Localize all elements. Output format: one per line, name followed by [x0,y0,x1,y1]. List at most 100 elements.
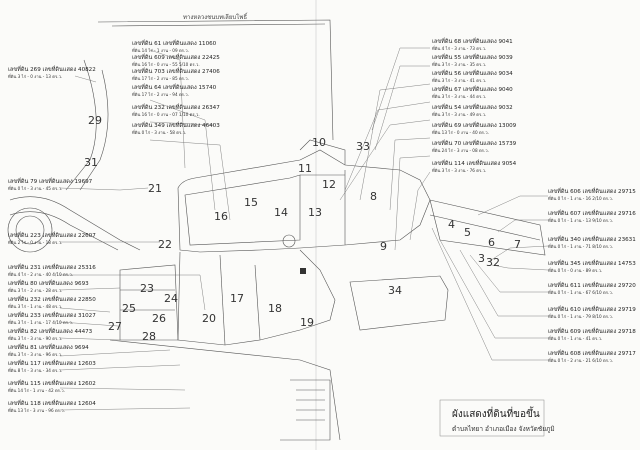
parcel-area: ที่ดิน 14 ไร่ - 1 งาน - 42 ตร.ว. [8,387,65,393]
parcel-title: เลขที่ดิน 606 เลขที่ดินแสดง 29715 [548,189,636,195]
parcel-area: ที่ดิน 3 ไร่ - 3 งาน - 76 ตร.ว. [432,167,487,173]
plot-number: 19 [300,316,314,329]
plot-number: 18 [268,302,282,315]
parcel-title: เลขที่ดิน 70 เลขที่ดินแสดง 15739 [432,141,517,147]
map-title: ผังแสดงที่ดินที่ขอขึ้น [452,409,540,420]
plot-number: 15 [244,196,258,209]
parcel-title: เลขที่ดิน 118 เลขที่ดินแสดง 12604 [8,401,96,407]
plot-number: 28 [142,330,156,343]
parcel-title: เลขที่ดิน 608 เลขที่ดินแสดง 29717 [548,351,636,357]
parcel-title: เลขที่ดิน 223 เลขที่ดินแสดง 22607 [8,233,96,239]
plot-number: 9 [380,240,387,253]
plot-number: 34 [388,284,402,297]
parcel-title: เลขที่ดิน 114 เลขที่ดินแสดง 9054 [432,161,517,167]
parcel-area: ที่ดิน 3 ไร่ - 3 งาน - 35 ตร.ว. [432,61,487,67]
plot-number: 22 [158,238,172,251]
parcel-area: ที่ดิน 0 ไร่ - 1 งาน - 41 ตร.ว. [548,335,603,341]
parcel-area: ที่ดิน 3 ไร่ - 1 งาน - 48 ตร.ว. [8,303,63,309]
parcel-title: เลขที่ดิน 55 เลขที่ดินแสดง 9039 [432,55,513,61]
parcel-title: เลขที่ดิน 68 เลขที่ดินแสดง 9041 [432,39,513,45]
plot-number: 26 [152,312,166,325]
plot-number: 11 [298,162,312,175]
parcel-area: ที่ดิน 3 ไร่ - 3 งาน - 41 ตร.ว. [432,77,487,83]
parcel-area: ที่ดิน 8 ไร่ - 3 งาน - 34 ตร.ว. [8,367,63,373]
parcel-area: ที่ดิน 3 ไร่ - 3 งาน - 44 ตร.ว. [432,93,487,99]
parcel-title: เลขที่ดิน 81 เลขที่ดินแสดง 9694 [8,345,89,351]
parcel-area: ที่ดิน 16 ไร่ - 0 งาน - 55 5/10 ตร.ว. [132,61,200,67]
plot-number: 21 [148,182,162,195]
plot-number: 8 [370,190,377,203]
plot-number: 5 [464,226,471,239]
parcel-title: เลขที่ดิน 82 เลขที่ดินแสดง 44473 [8,329,93,335]
plot-number: 27 [108,320,122,333]
plot-number: 33 [356,140,370,153]
plot-number: 17 [230,292,244,305]
parcel-area: ที่ดิน 0 ไร่ - 1 งาน - 13 9/10 ตร.ว. [548,217,614,223]
parcel-area: ที่ดิน 0 ไร่ - 1 งาน - 67 6/10 ตร.ว. [548,289,614,295]
plot-number: 32 [486,256,500,269]
parcel-title: เลขที่ดิน 703 เลขที่ดินแสดง 27406 [132,69,220,75]
parcel-area: ที่ดิน 3 ไร่ - 2 งาน - 28 ตร.ว. [8,287,63,293]
parcel-area: ที่ดิน 3 ไร่ - 3 งาน - 96 ตร.ว. [8,351,63,357]
plot-number: 4 [448,218,455,231]
parcel-title: เลขที่ดิน 610 เลขที่ดินแสดง 29719 [548,307,636,313]
parcel-title: เลขที่ดิน 232 เลขที่ดินแสดง 22850 [8,297,96,303]
parcel-area: ที่ดิน 0 ไร่ - 1 งาน - 71 8/10 ตร.ว. [548,243,614,249]
parcel-title: เลขที่ดิน 609 เลขที่ดินแสดง 22425 [132,55,220,61]
plot-number: 29 [88,114,102,127]
plot-number: 12 [322,178,336,191]
parcel-title: เลขที่ดิน 349 เลขที่ดินแสดง 46403 [132,123,220,129]
parcel-area: ที่ดิน 3 ไร่ - 3 งาน - 49 ตร.ว. [432,111,487,117]
parcel-title: เลขที่ดิน 64 เลขที่ดินแสดง 15740 [132,85,217,91]
parcel-area: ที่ดิน 17 ไร่ - 2 งาน - 94 ตร.ว. [132,91,189,97]
road-label: ทางหลวงชนบทเลียบโพธิ์ [183,14,248,21]
parcel-area: ที่ดิน 16 ไร่ - 0 งาน - 07 1/10 ตร.ว. [132,111,200,117]
parcel-title: เลขที่ดิน 117 เลขที่ดินแสดง 12603 [8,361,96,367]
plot-number: 13 [308,206,322,219]
parcel-area: ที่ดิน 0 ไร่ - 3 งาน - 58 ตร.ว. [132,129,187,135]
parcel-title: เลขที่ดิน 269 เลขที่ดินแสดง 40822 [8,67,96,73]
parcel-area: ที่ดิน 3 ไร่ - 3 งาน - 90 ตร.ว. [8,335,63,341]
plot-number: 14 [274,206,288,219]
parcel-title: เลขที่ดิน 69 เลขที่ดินแสดง 13009 [432,123,517,129]
parcel-area: ที่ดิน 4 ไร่ - 3 งาน - 73 ตร.ว. [432,45,487,51]
parcel-area: ที่ดิน 14 ไร่ - 1 งาน - 09 ตร.ว. [132,47,189,53]
parcel-area: ที่ดิน 0 ไร่ - 0 งาน - 89 ตร.ว. [548,267,603,273]
parcel-title: เลขที่ดิน 54 เลขที่ดินแสดง 9032 [432,105,513,111]
parcel-title: เลขที่ดิน 233 เลขที่ดินแสดง 31027 [8,313,96,319]
parcel-title: เลขที่ดิน 345 เลขที่ดินแสดง 14753 [548,261,636,267]
parcel-title: เลขที่ดิน 56 เลขที่ดินแสดง 9034 [432,71,513,77]
parcel-title: เลขที่ดิน 232 เลขที่ดินแสดง 26347 [132,105,220,111]
parcel-area: ที่ดิน 4 ไร่ - 2 งาน - 40 4/10 ตร.ว. [8,271,74,277]
parcel-title: เลขที่ดิน 79 เลขที่ดินแสดง 19697 [8,179,93,185]
parcel-title: เลขที่ดิน 80 เลขที่ดินแสดง 9693 [8,281,89,287]
plot-number: 25 [122,302,136,315]
plot-number: 10 [312,136,326,149]
